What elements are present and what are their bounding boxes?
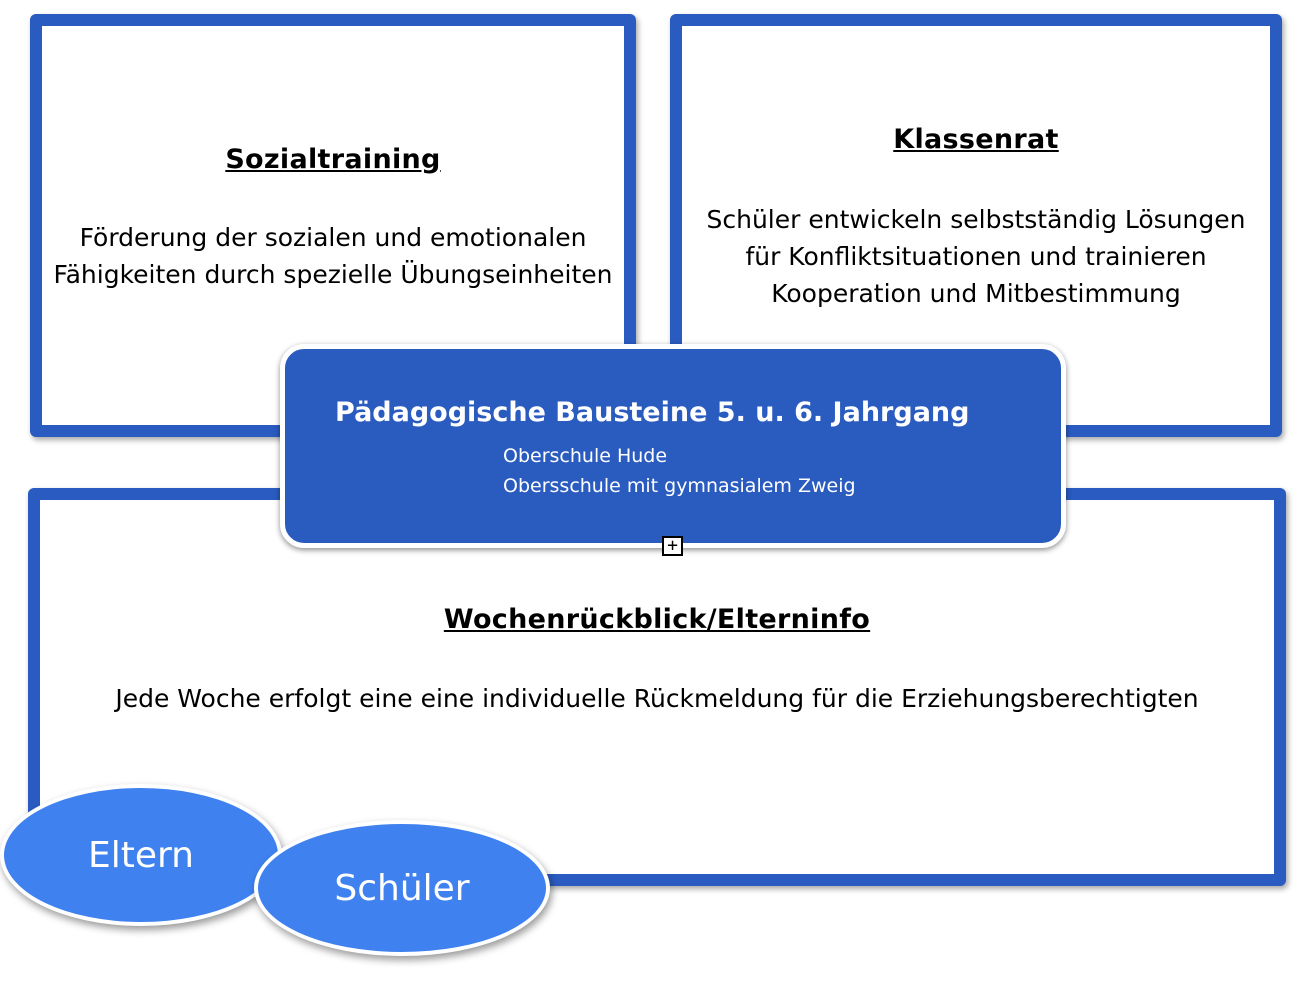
sozialtraining-text: Förderung der sozialen und emotionalen F… [42, 219, 624, 293]
expand-plus-icon[interactable]: + [662, 536, 683, 556]
central-subtitle-2: Obersschule mit gymnasialem Zweig [503, 475, 856, 497]
klassenrat-title: Klassenrat [893, 124, 1059, 155]
eltern-label: Eltern [88, 834, 194, 876]
sozialtraining-box: Sozialtraining Förderung der sozialen un… [30, 14, 636, 437]
schueler-label: Schüler [334, 867, 470, 909]
klassenrat-text: Schüler entwickeln selbstständig Lösunge… [682, 201, 1270, 312]
text-line: Fähigkeiten durch spezielle Übungseinhei… [53, 260, 613, 289]
text-line: Kooperation und Mitbestimmung [771, 279, 1181, 308]
central-subtitle-1: Oberschule Hude [503, 445, 668, 467]
text-line: Jede Woche erfolgt eine eine individuell… [115, 684, 1199, 713]
wochenrueckblick-text: Jede Woche erfolgt eine eine individuell… [40, 680, 1274, 717]
schueler-ellipse[interactable]: Schüler [254, 820, 550, 956]
sozialtraining-title: Sozialtraining [225, 144, 441, 175]
wochenrueckblick-title: Wochenrückblick/Elterninfo [443, 604, 871, 635]
text-line: für Konfliktsituationen und trainieren [745, 242, 1207, 271]
central-title: Pädagogische Bausteine 5. u. 6. Jahrgang [335, 397, 970, 428]
text-line: Förderung der sozialen und emotionalen [79, 223, 587, 252]
central-topic[interactable]: Pädagogische Bausteine 5. u. 6. Jahrgang… [280, 344, 1066, 548]
eltern-ellipse[interactable]: Eltern [0, 784, 282, 926]
text-line: Schüler entwickeln selbstständig Lösunge… [706, 205, 1246, 234]
